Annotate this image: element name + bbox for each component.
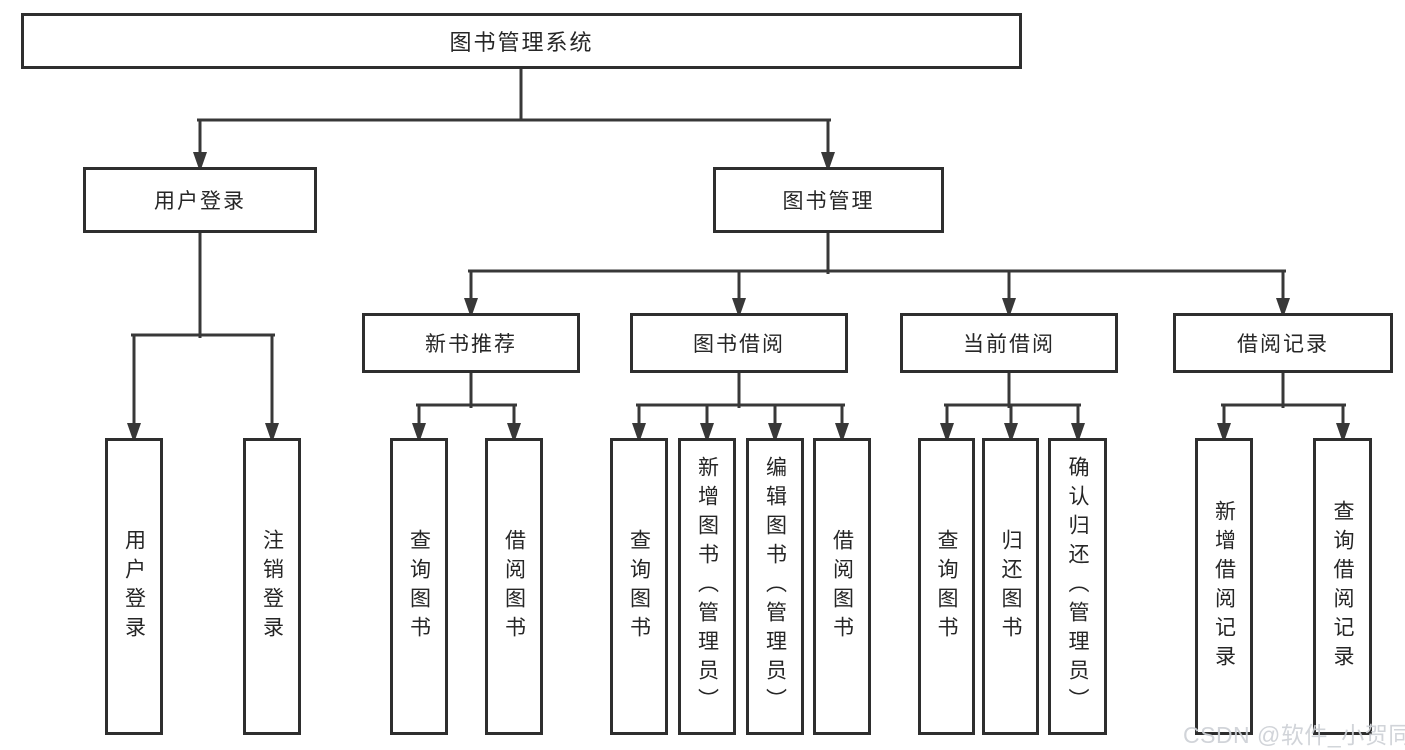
node-leaf-query-books-2: 查询图书 [610,438,668,735]
node-leaf-return-books: 归还图书 [982,438,1039,735]
node-leaf-user-login: 用户登录 [105,438,163,735]
node-book-borrowing: 图书借阅 [630,313,848,373]
node-current-borrowing: 当前借阅 [900,313,1118,373]
watermark: CSDN @软件_小贺同学 [1183,722,1405,748]
node-leaf-add-books-admin: 新增图书（管理员） [678,438,736,735]
node-leaf-add-borrow-record: 新增借阅记录 [1195,438,1253,735]
node-book-management-branch: 图书管理 [713,167,944,233]
node-leaf-borrow-books-1: 借阅图书 [485,438,543,735]
node-library-management-system: 图书管理系统 [21,13,1022,69]
node-borrowing-records: 借阅记录 [1173,313,1393,373]
node-new-book-recommendation: 新书推荐 [362,313,580,373]
node-leaf-query-borrow-record: 查询借阅记录 [1313,438,1372,735]
node-leaf-edit-books-admin: 编辑图书（管理员） [746,438,804,735]
node-leaf-confirm-return-admin: 确认归还（管理员） [1048,438,1107,735]
node-user-login-branch: 用户登录 [83,167,317,233]
arrowheads [127,152,1350,443]
node-leaf-borrow-books-2: 借阅图书 [813,438,871,735]
node-leaf-query-books-1: 查询图书 [390,438,448,735]
node-leaf-logout: 注销登录 [243,438,301,735]
node-leaf-query-books-3: 查询图书 [918,438,975,735]
